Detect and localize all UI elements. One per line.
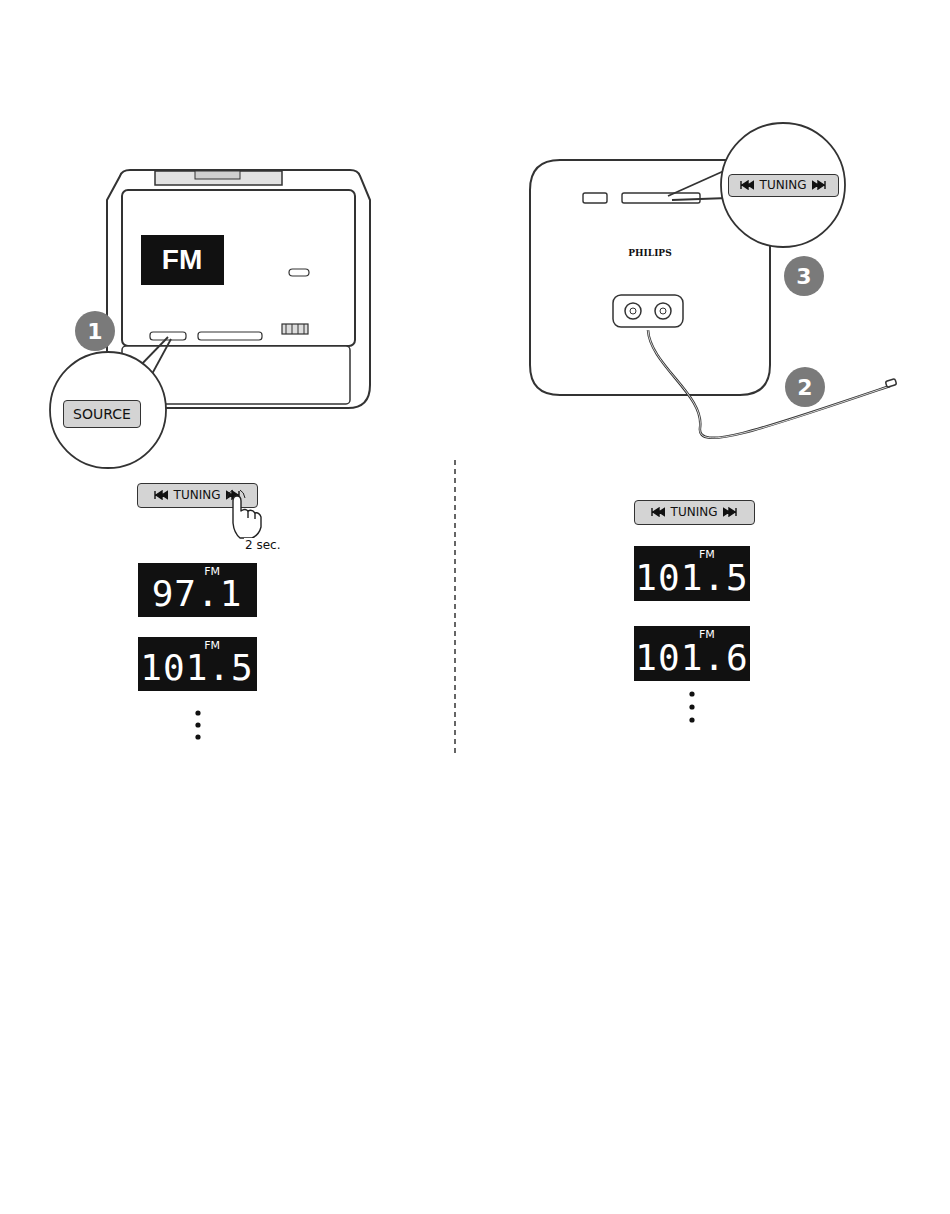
callout-number: 3	[784, 256, 824, 296]
zoom-bubble	[668, 123, 845, 247]
lcd-display: FM101.5	[634, 546, 750, 601]
button: TUNING	[634, 500, 755, 525]
antenna-wire	[648, 330, 890, 438]
skip-back-icon	[154, 490, 168, 500]
button: TUNING	[728, 174, 839, 197]
button-label: TUNING	[174, 488, 221, 502]
brand-logo: PHILIPS	[627, 248, 672, 258]
callout-number: 2	[785, 367, 825, 407]
skip-back-icon	[740, 180, 754, 190]
frequency: 101.5	[634, 557, 750, 598]
frequency: 101.5	[138, 647, 257, 688]
button: TUNING	[137, 483, 258, 508]
antenna-tip	[885, 379, 896, 388]
callout-text: 2	[797, 375, 812, 400]
button-label: TUNING	[760, 178, 807, 192]
divider	[454, 460, 456, 756]
frequency: 101.6	[634, 637, 750, 678]
lcd-display: FM101.5	[138, 637, 257, 691]
skip-forward-icon	[723, 507, 737, 517]
zoom-bubble	[50, 337, 171, 468]
skip-forward-icon	[226, 490, 240, 500]
callout-text: 3	[796, 264, 811, 289]
frequency: 97.1	[138, 573, 257, 614]
duration-label: 2 sec.	[244, 538, 282, 552]
lcd-display: FM97.1	[138, 563, 257, 617]
callout-text: 1	[87, 319, 102, 344]
button-label: FM	[162, 244, 202, 276]
ellipsis-dots	[195, 691, 694, 739]
callout-number: 1	[75, 311, 115, 351]
button-label: SOURCE	[73, 406, 131, 422]
skip-back-icon	[651, 507, 665, 517]
screen-display: FM	[141, 235, 224, 285]
button-label: TUNING	[671, 505, 718, 519]
skip-forward-icon	[812, 180, 826, 190]
button: SOURCE	[63, 400, 141, 428]
lcd-display: FM101.6	[634, 626, 750, 681]
